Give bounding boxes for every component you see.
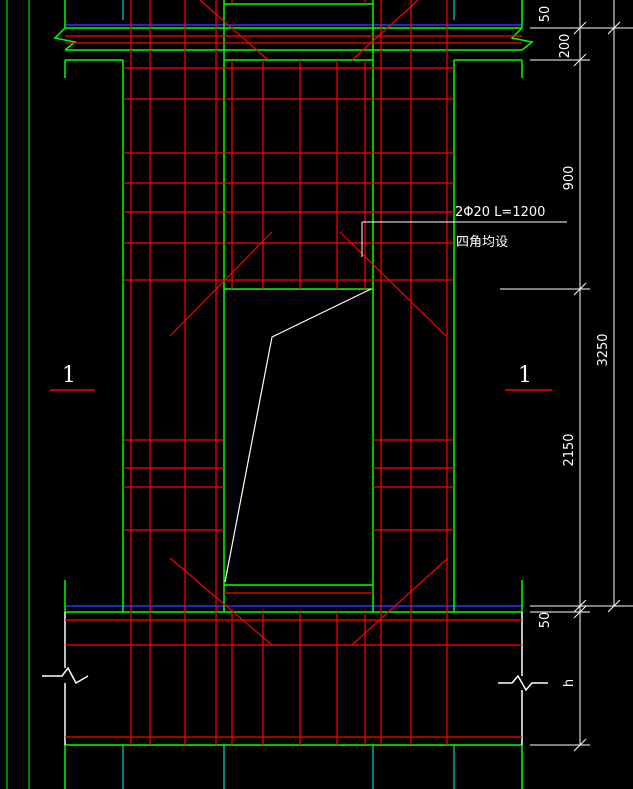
rebar-vertical [130, 0, 448, 745]
dim-2150: 2150 [562, 433, 577, 466]
concrete-outline [64, 0, 523, 789]
cyan-lines [122, 0, 455, 789]
diagonal-corner-bars [169, 0, 449, 646]
break-symbols-bottom [42, 612, 548, 745]
dim-50-bottom: 50 [538, 612, 553, 629]
section-mark-left: 1 [62, 363, 76, 388]
dim-50-top: 50 [538, 6, 553, 23]
blue-edge-lines [65, 24, 522, 607]
rebar-horizontal [65, 35, 522, 738]
placement-note: 四角均设 [456, 235, 508, 250]
section-mark-right: 1 [518, 363, 532, 388]
rebar-spec-note: 2Φ20 L=1200 [455, 205, 545, 220]
opening-break-line [224, 288, 372, 583]
dim-h: h [562, 679, 577, 687]
dim-200: 200 [558, 34, 573, 59]
dim-900: 900 [562, 166, 577, 191]
dim-3250: 3250 [596, 333, 611, 366]
left-frame-lines [6, 0, 30, 789]
dimension-lines [500, 0, 633, 752]
note-leader [361, 221, 567, 257]
break-symbols [53, 27, 534, 51]
